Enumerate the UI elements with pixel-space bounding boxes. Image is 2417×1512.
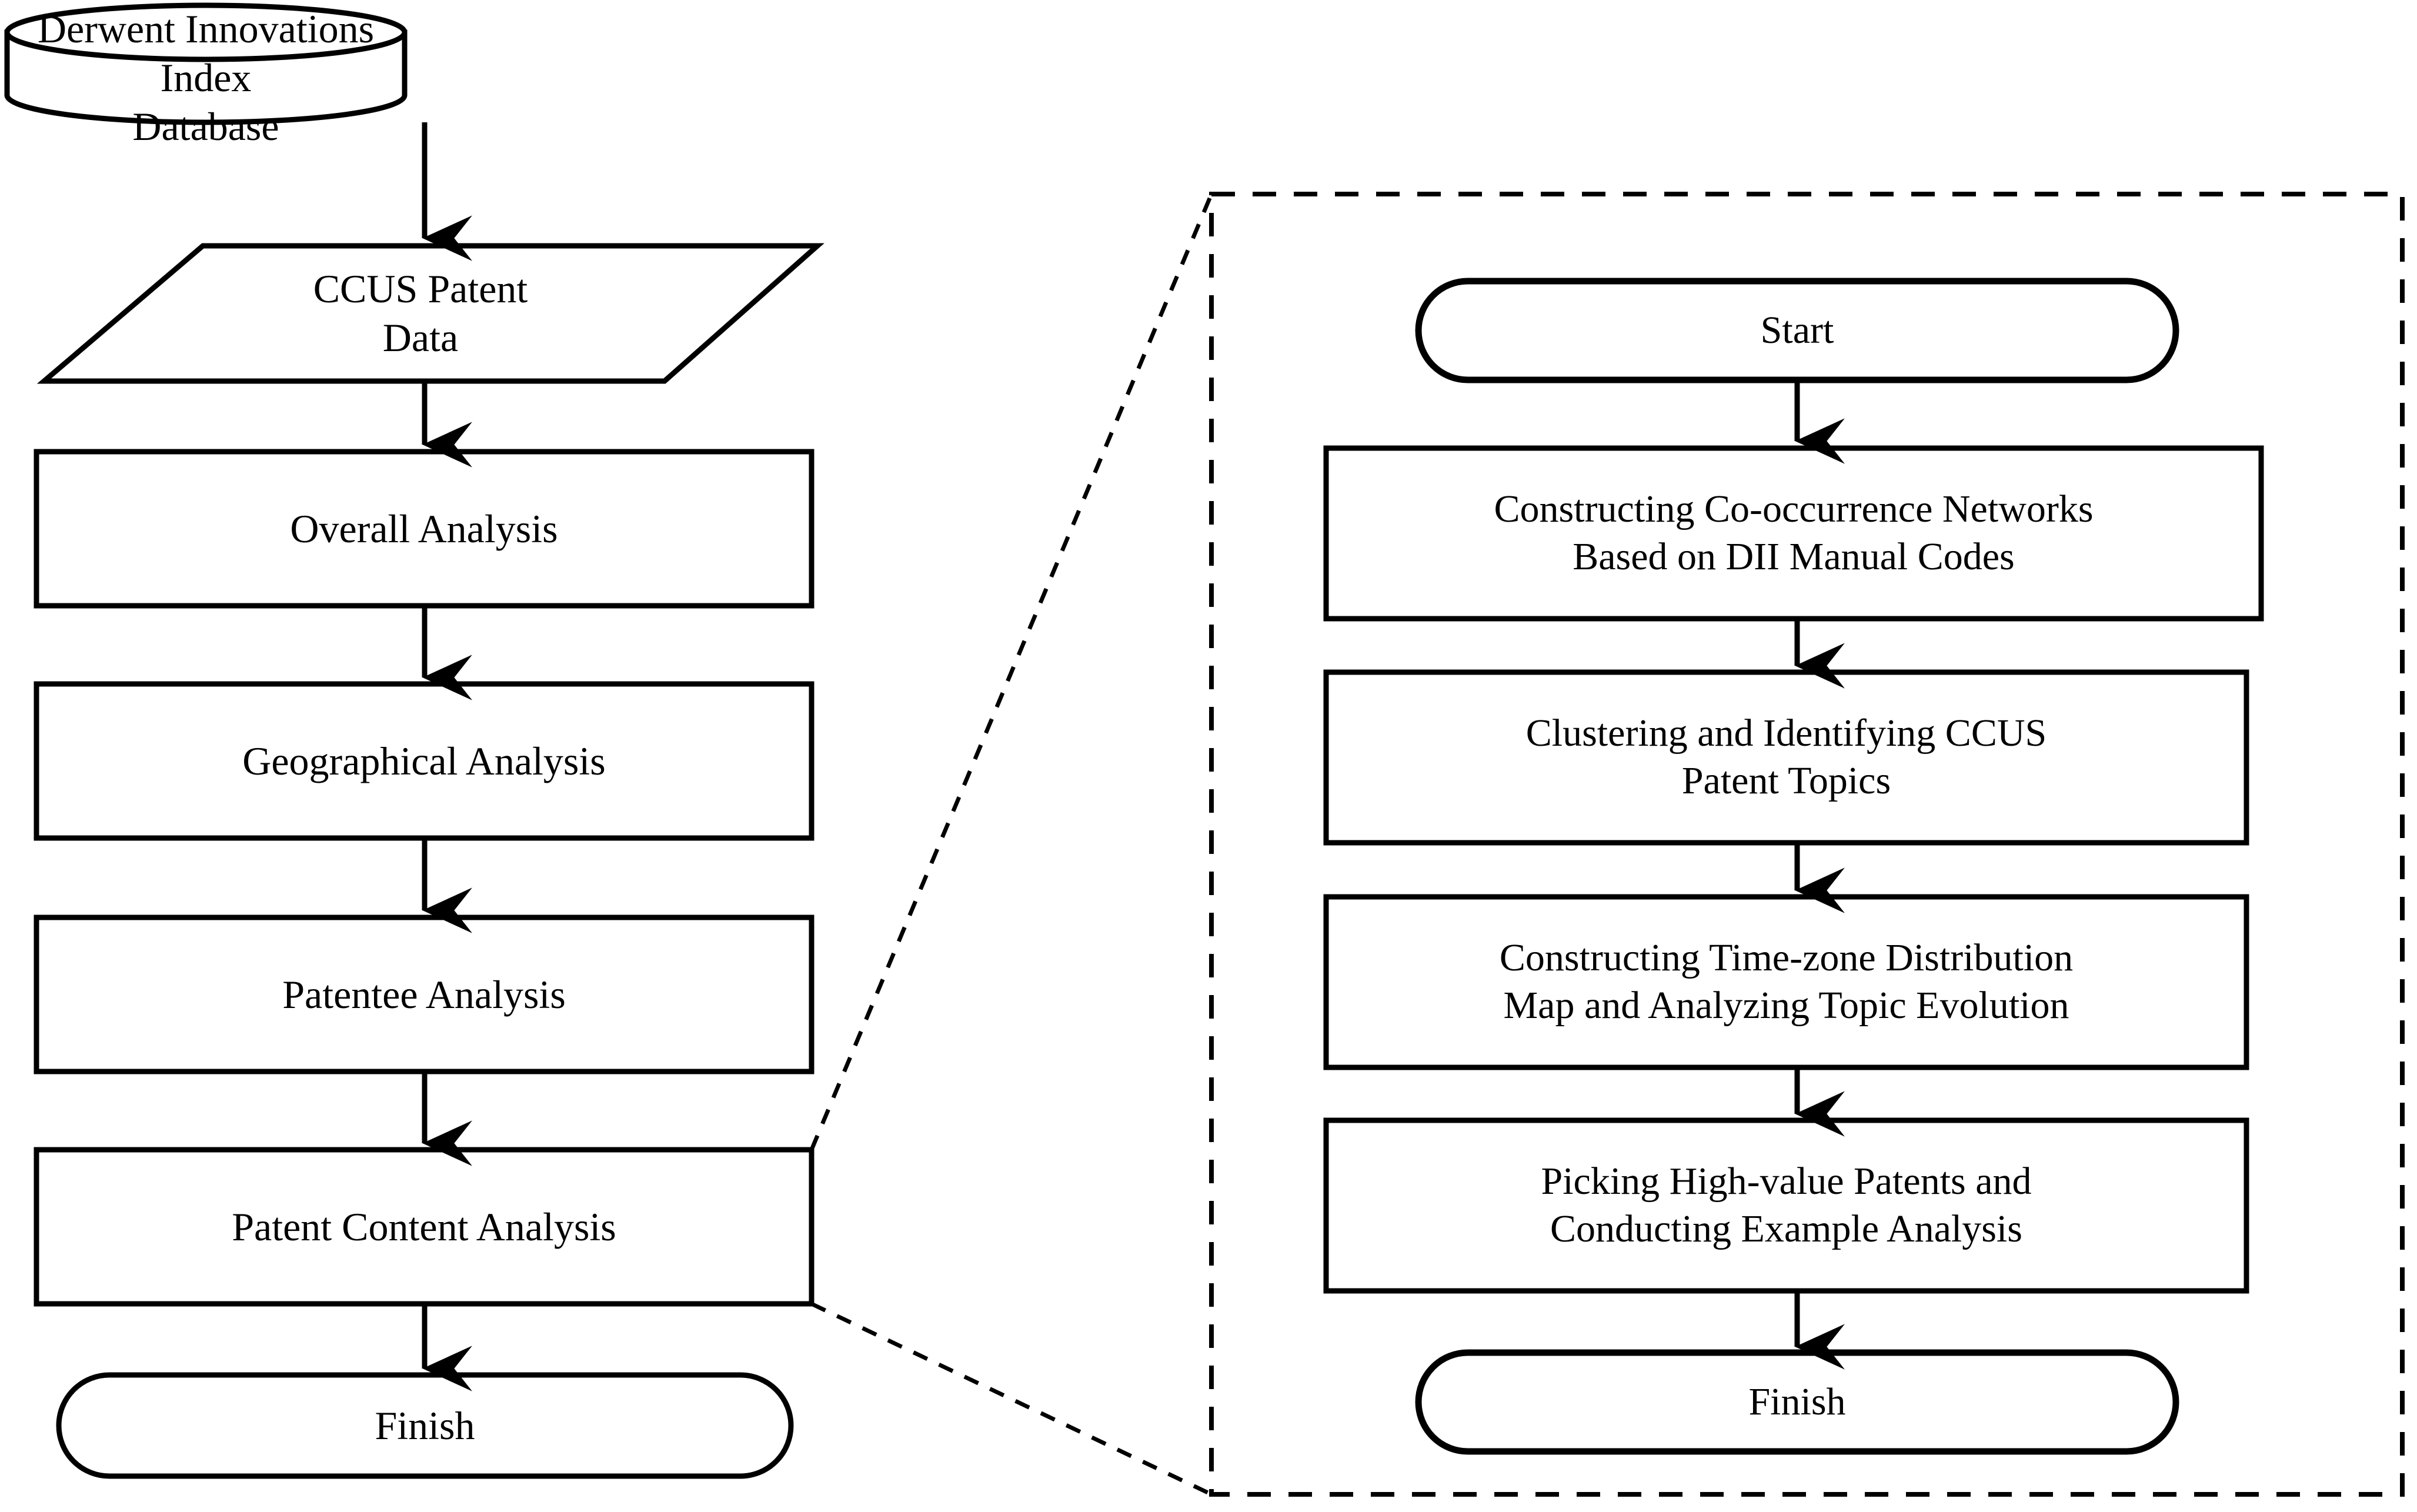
shape-clustering-topics <box>1323 669 2249 846</box>
leader-line-bottom <box>810 1301 1213 1497</box>
shape-detail-finish <box>1415 1349 2179 1455</box>
detail-panel-dashed-border <box>1209 192 2405 1497</box>
shape-patentee-analysis <box>34 914 814 1074</box>
shape-time-zone-map <box>1323 894 2249 1070</box>
shape-left-finish <box>56 1372 794 1479</box>
shape-patent-content-analysis <box>34 1147 814 1307</box>
expansion-leader-lines <box>809 193 1214 1497</box>
shape-geographical-analysis <box>34 681 814 841</box>
shape-high-value-patents <box>1323 1117 2249 1294</box>
shape-co-occurrence-networks <box>1323 445 2264 622</box>
shape-start <box>1415 278 2179 383</box>
leader-line-top <box>809 193 1214 1151</box>
shape-patent-data <box>36 243 824 384</box>
shape-overall-analysis <box>34 449 814 609</box>
shape-database <box>4 2 408 125</box>
